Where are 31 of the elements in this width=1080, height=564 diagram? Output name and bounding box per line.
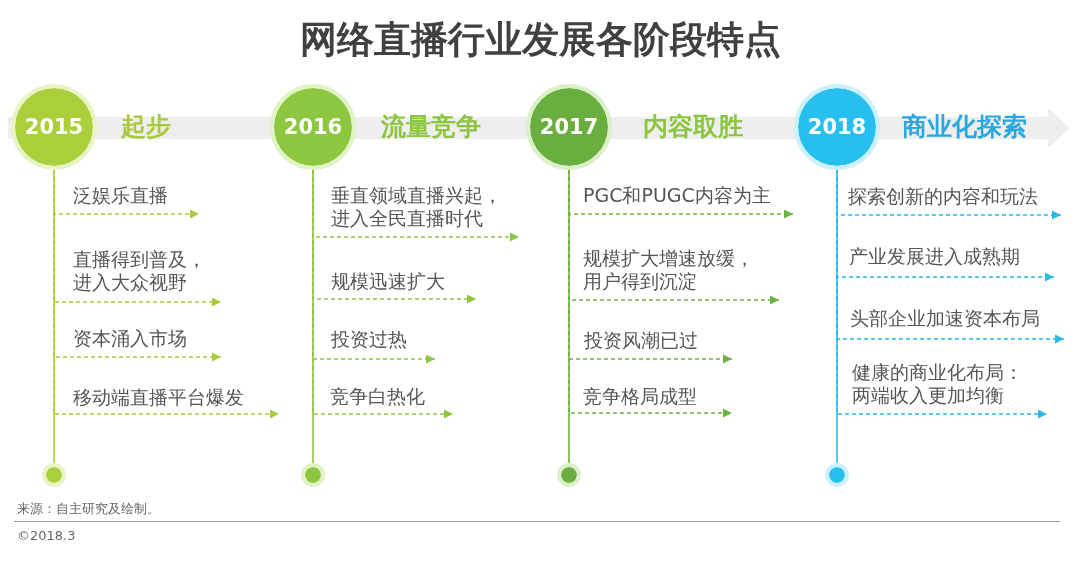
year-circle: 2015: [11, 84, 97, 170]
stage-feature-text: 直播得到普及，进入大众视野: [73, 248, 221, 307]
stage-title: 商业化探索: [902, 112, 1027, 142]
copyright-note: ©2018.3: [17, 528, 76, 544]
end-dot: [42, 463, 66, 487]
stage-title: 流量竞争: [381, 112, 481, 142]
source-note: 来源：自主研究及绘制。: [17, 501, 160, 517]
stage-feature-text: 移动端直播平台爆发: [73, 386, 279, 419]
stage-feature-text: 垂直领域直播兴起，进入全民直播时代: [331, 184, 519, 242]
end-dot: [825, 463, 849, 487]
stage-title: 内容取胜: [643, 112, 743, 142]
title: 网络直播行业发展各阶段特点: [299, 18, 781, 62]
stage-feature-text: 规模扩大增速放缓，用户得到沉淀: [583, 247, 779, 305]
year-circle: 2017: [526, 84, 612, 170]
stage-feature-text: 竞争白热化: [330, 385, 453, 419]
stage-feature-text: 泛娱乐直播: [73, 184, 199, 219]
year-circle: 2016: [270, 84, 356, 170]
stage-feature-text: 竞争格局成型: [583, 385, 732, 418]
stage-feature-text: 探索创新的内容和玩法: [848, 185, 1061, 220]
stage-feature-text: 投资风潮已过: [584, 329, 732, 364]
stage-feature-text: PGC和PUGC内容为主: [583, 184, 793, 219]
stage-feature-text: 头部企业加速资本布局: [850, 307, 1064, 344]
end-dot: [557, 463, 581, 487]
stage-feature-text: 投资过热: [331, 328, 435, 364]
stage-title: 起步: [121, 112, 171, 142]
stage-feature-text: 资本涌入市场: [73, 327, 221, 362]
stage-feature-text: 健康的商业化布局：两端收入更加均衡: [852, 361, 1047, 419]
stage-feature-text: 规模迅速扩大: [331, 270, 476, 304]
year-circle: 2018: [794, 84, 880, 170]
stage-feature-text: 产业发展进入成熟期: [849, 245, 1054, 282]
end-dot: [301, 463, 325, 487]
